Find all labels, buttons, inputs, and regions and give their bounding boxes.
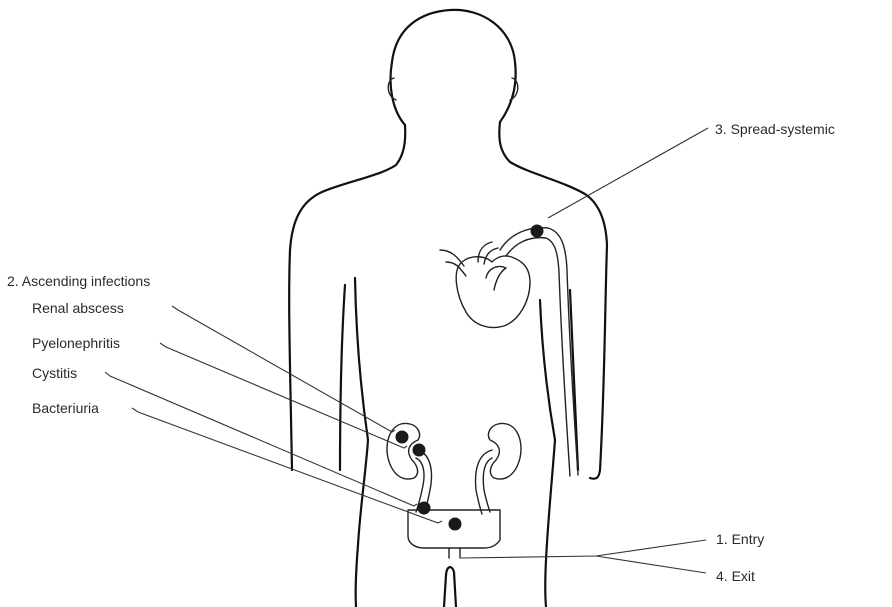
spread-leader [548,128,708,218]
leader-lines [105,128,708,573]
right-neck-shoulder [499,122,607,245]
left-arm-inner [340,285,345,470]
bacteriuria-dot [449,518,461,530]
left-ear [388,78,396,100]
label-bacteriuria: Bacteriuria [32,400,99,416]
renal-abscess-leader [172,306,395,432]
label-spread-systemic: 3. Spread-systemic [715,121,835,137]
body-silhouette [289,10,607,607]
legs-gap [444,567,456,607]
aortic-arch [478,242,498,264]
bacteriuria-leader [132,408,442,523]
labels: 3. Spread-systemic 2. Ascending infectio… [7,121,835,584]
left-neck-shoulder [290,125,405,250]
label-pyelonephritis: Pyelonephritis [32,335,120,351]
pyelonephritis-leader [160,343,407,448]
cystitis-dot [418,502,430,514]
urethra [449,548,460,558]
heart-outline [456,256,530,328]
heart-diagram [440,225,578,476]
renal-abscess-dot [396,431,408,443]
right-ureter-inner [483,458,492,512]
label-exit: 4. Exit [716,568,755,584]
right-kidney [488,423,521,479]
label-renal-abscess: Renal abscess [32,300,124,316]
label-ascending-infections: 2. Ascending infections [7,273,150,289]
right-torso-side [540,300,555,607]
urinary-tract [387,423,521,558]
vena-cava [440,250,466,276]
left-arm-outer [289,250,292,470]
right-arm-inner [570,290,578,470]
arm-vessel-inner [506,238,570,476]
cystitis-leader [105,372,417,506]
pyelonephritis-dot [413,444,425,456]
left-torso-side [355,278,368,607]
heart-inner-lines [486,266,506,290]
label-cystitis: Cystitis [32,365,77,381]
arm-vessel-outer [500,228,578,475]
head-outline [391,10,516,125]
right-arm-outer [590,245,607,479]
systemic-spread-dot [531,225,543,237]
entry-exit-leader [461,540,706,573]
label-entry: 1. Entry [716,531,764,547]
